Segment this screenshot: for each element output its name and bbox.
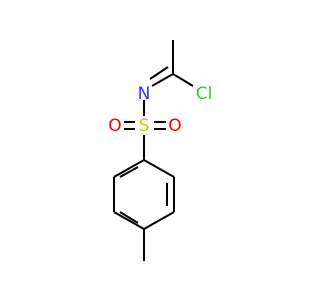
- atom-chlorine: Cl: [196, 84, 213, 104]
- ring-bond-1: [143, 159, 175, 178]
- atom-nitrogen: N: [138, 84, 151, 104]
- ring-inner-3: [119, 166, 139, 178]
- bond-c-cl: [172, 73, 194, 87]
- ring-bond-3: [143, 211, 175, 230]
- structure-svg: N Cl S O O: [0, 0, 300, 300]
- atom-oxygen-left: O: [108, 116, 121, 136]
- atom-sulfur: S: [139, 116, 150, 136]
- ring-inner-2: [119, 211, 139, 224]
- ring-bond-6: [113, 159, 145, 178]
- atom-oxygen-right: O: [168, 116, 181, 136]
- ring-bond-4: [113, 211, 145, 230]
- background: [0, 0, 300, 300]
- bond-c-n-double-2: [149, 66, 169, 80]
- bond-c-n-double-1: [151, 73, 174, 87]
- molecule-diagram: N Cl S O O: [0, 0, 300, 300]
